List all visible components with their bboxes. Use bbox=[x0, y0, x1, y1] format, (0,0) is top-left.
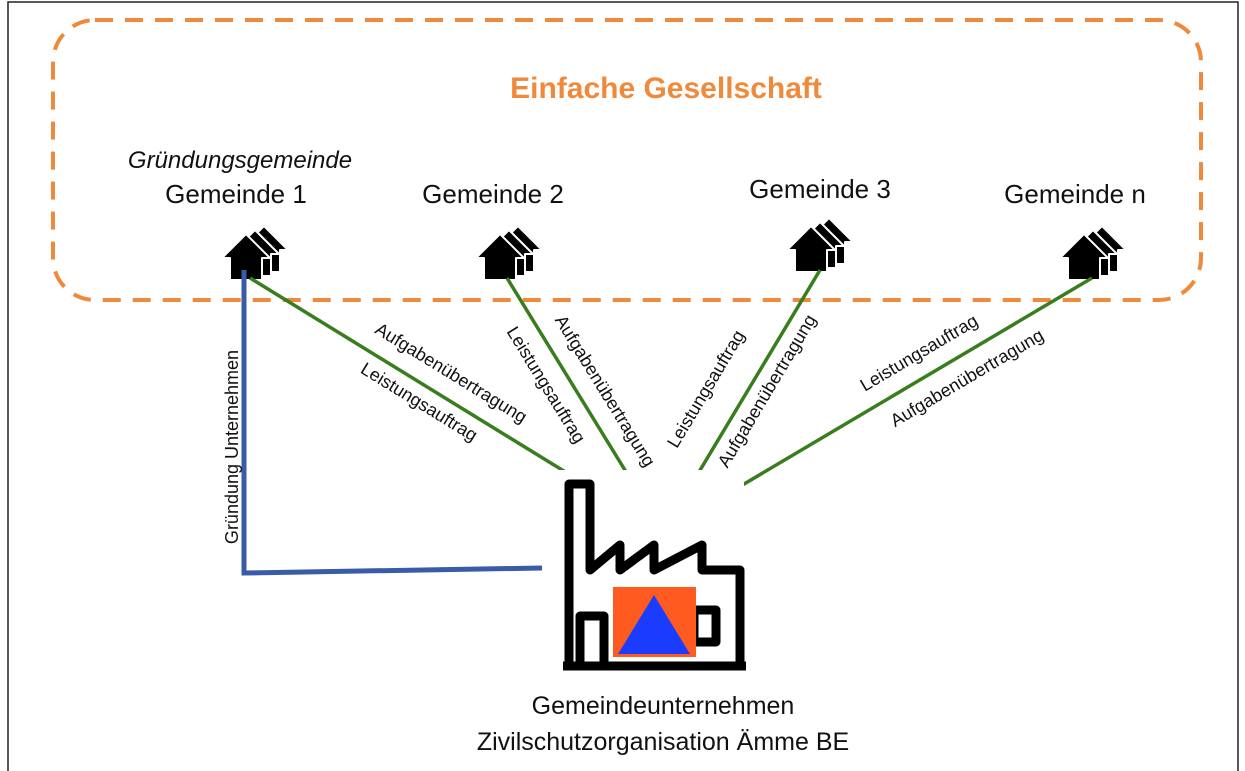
edge-label-founding: Gründung Unternehmen bbox=[222, 350, 242, 544]
group-title: Einfache Gesellschaft bbox=[510, 72, 822, 105]
diagram-frame bbox=[7, 1, 1239, 771]
edge-label-task-n: Aufgabenübertragung bbox=[887, 325, 1047, 431]
houses-icon bbox=[786, 217, 854, 273]
municipality-label-2: Gemeinde 2 bbox=[422, 179, 564, 209]
founding-municipality-label: Gründungsgemeinde bbox=[128, 147, 352, 174]
municipality-label-n: Gemeinde n bbox=[1004, 179, 1146, 209]
houses-icon bbox=[475, 225, 543, 281]
municipality-label-1: Gemeinde 1 bbox=[165, 179, 307, 209]
founding-edge bbox=[241, 270, 543, 576]
group-border bbox=[51, 18, 1203, 302]
houses-icon bbox=[221, 225, 289, 281]
company-type-label: Gemeindeunternehmen bbox=[532, 692, 795, 720]
civil-protection-emblem bbox=[613, 587, 696, 657]
houses-icon bbox=[1059, 225, 1127, 281]
municipality-label-3: Gemeinde 3 bbox=[749, 174, 891, 204]
edge-label-task-2: Aufgabenübertragung bbox=[551, 311, 659, 470]
company-name-label: Zivilschutzorganisation Ämme BE bbox=[477, 728, 849, 756]
